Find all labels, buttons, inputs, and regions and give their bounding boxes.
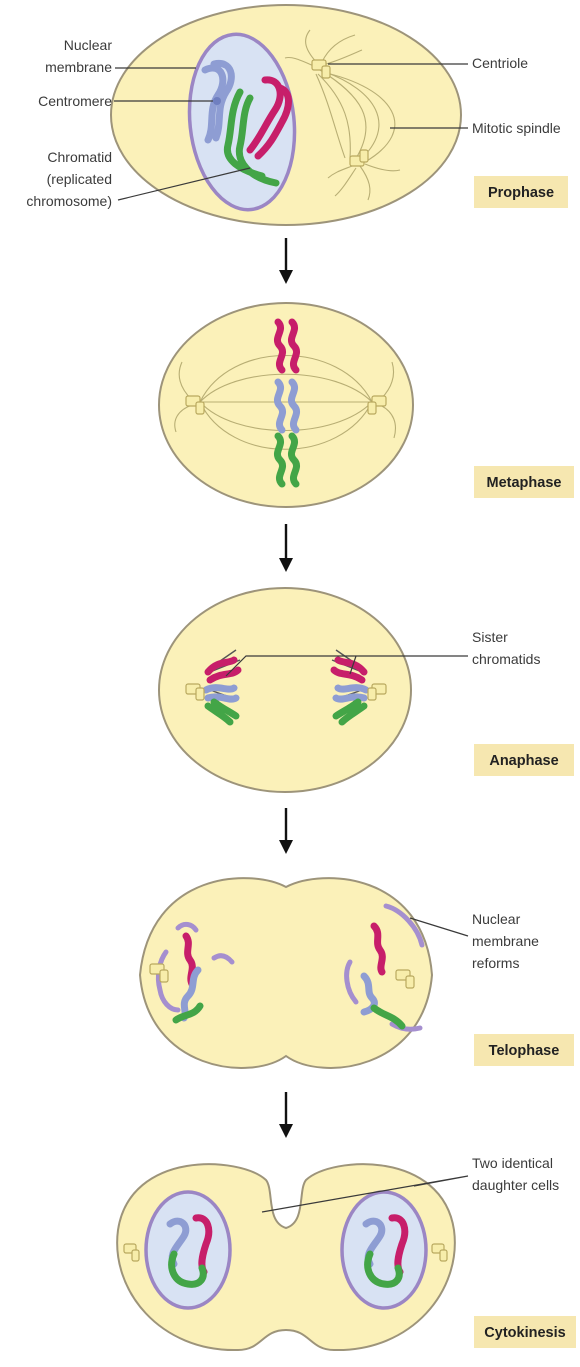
arrow-metaphase-to-anaphase xyxy=(279,524,293,572)
stage-label-metaphase: Metaphase xyxy=(487,475,562,491)
label-reform-2: membrane xyxy=(472,933,539,949)
centromere-marker xyxy=(213,97,221,105)
stage-label-telophase: Telophase xyxy=(489,1043,560,1059)
cytokinesis-left-nucleus xyxy=(146,1192,230,1308)
label-chromatid-3: chromosome) xyxy=(26,193,112,209)
label-nuclear-membrane-1: Nuclear xyxy=(64,37,113,53)
label-reform-1: Nuclear xyxy=(472,911,521,927)
metaphase-stage: Metaphase xyxy=(159,303,574,507)
label-chromatid-2: (replicated xyxy=(47,171,112,187)
stage-label-prophase: Prophase xyxy=(488,185,554,201)
arrow-telophase-to-cytokinesis xyxy=(279,1092,293,1138)
label-centromere: Centromere xyxy=(38,93,112,109)
label-daughter-1: Two identical xyxy=(472,1155,553,1171)
anaphase-stage: Sister chromatids Anaphase xyxy=(159,588,574,792)
label-nuclear-membrane-2: membrane xyxy=(45,59,112,75)
label-sister-2: chromatids xyxy=(472,651,540,667)
label-sister-1: Sister xyxy=(472,629,508,645)
cytokinesis-right-nucleus xyxy=(342,1192,426,1308)
cytokinesis-stage: Two identical daughter cells Cytokinesis xyxy=(117,1155,576,1350)
label-reform-3: reforms xyxy=(472,955,519,971)
arrow-anaphase-to-telophase xyxy=(279,808,293,854)
label-mitotic-spindle: Mitotic spindle xyxy=(472,120,561,136)
label-centriole: Centriole xyxy=(472,55,528,71)
stage-label-cytokinesis: Cytokinesis xyxy=(484,1325,565,1341)
telophase-stage: Nuclear membrane reforms Telophase xyxy=(140,878,574,1068)
arrow-prophase-to-metaphase xyxy=(279,238,293,284)
prophase-stage: Nuclear membrane Centromere Chromatid (r… xyxy=(26,5,568,225)
stage-label-anaphase: Anaphase xyxy=(489,753,558,769)
label-daughter-2: daughter cells xyxy=(472,1177,559,1193)
label-chromatid-1: Chromatid xyxy=(47,149,112,165)
